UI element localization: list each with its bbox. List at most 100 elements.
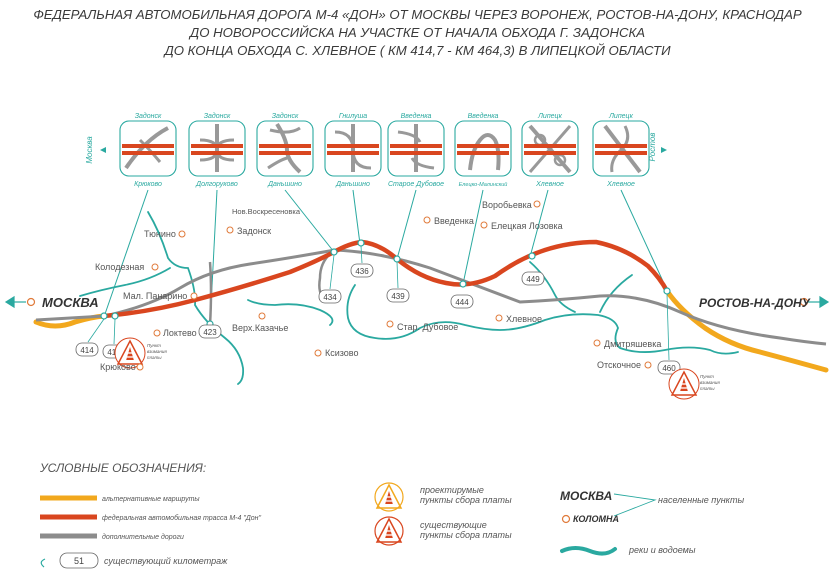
km-marker: 423 [198, 320, 222, 339]
direction-left-label: Москва [85, 136, 94, 164]
legend-settlements-text: населенные пункты [658, 495, 745, 505]
legend-km-sample: 51 существующий километраж [40, 552, 228, 569]
km-marker: 439 [386, 255, 410, 303]
place-zadonsk: Задонск [237, 226, 271, 236]
km-marker: 444 [450, 280, 474, 309]
legend-alt-text: альтернативные маршруты [102, 496, 200, 503]
place-tyunino: Тюнино [144, 229, 176, 239]
settlement[interactable]: Хлевное [495, 314, 542, 324]
arrow-right-icon [661, 147, 667, 153]
km-marker: 434 [318, 248, 342, 304]
interchange-4[interactable]: Гнилуша Даньшино [324, 113, 382, 188]
settlements: Тюнино Колодезная Мал. Панарино Локтево … [95, 200, 661, 372]
endpoint-arrows [4, 295, 830, 309]
toll-east-label-1: Пункт [700, 374, 714, 379]
settlement[interactable]: Задонск [226, 226, 271, 236]
legend-planned-1: проектирумые [420, 485, 484, 495]
km-460: 460 [662, 364, 676, 373]
alt-route-east [664, 288, 829, 373]
km-markers: 414 416 423 434 436 43 [75, 239, 681, 375]
legend-extra-text: дополнительные дороги [102, 533, 184, 541]
toll-point-east[interactable]: Пункт взимания платы [668, 368, 720, 400]
settlement[interactable]: Елецкая Лозовка [480, 221, 563, 231]
title-line-1: ФЕДЕРАЛЬНАЯ АВТОМОБИЛЬНАЯ ДОРОГА М-4 «ДО… [33, 7, 802, 22]
toll-point-west[interactable]: Пункт взимания платы [114, 337, 167, 369]
km-449: 449 [526, 275, 540, 284]
legend-heading: УСЛОВНЫЕ ОБОЗНАЧЕНИЯ: [39, 461, 206, 475]
legend-existing-toll: существующие пункты сбора платы [374, 516, 512, 546]
settlement[interactable]: Мал. Панарино [123, 291, 198, 301]
interchange-1-top: Задонск [135, 112, 162, 120]
place-vvedenka: Введенка [434, 216, 474, 226]
interchange-8[interactable]: Липецк Хлевное [592, 113, 650, 188]
settlement[interactable]: Введенка [423, 216, 474, 226]
direction-right-label: Ростов [648, 133, 657, 162]
interchange-6-bottom: Елецко-Малинский [459, 181, 508, 188]
interchange-5-top: Введенка [401, 112, 432, 120]
km-marker: 460 [657, 287, 681, 375]
interchange-7-top: Липецк [537, 113, 562, 120]
km-marker: 449 [521, 252, 545, 286]
km-423: 423 [203, 328, 217, 337]
place-otskochnoe: Отскочное [597, 360, 641, 370]
km-416: 416 [107, 348, 121, 357]
settlement[interactable]: Тюнино [144, 229, 186, 239]
place-eletskaya-lozovka: Елецкая Лозовка [491, 221, 563, 231]
interchange-6[interactable]: Введенка Елецко-Малинский [454, 112, 512, 188]
settlement[interactable]: Локтево [153, 328, 197, 338]
toll-west-label-2: взимания [147, 349, 167, 354]
km-436: 436 [355, 267, 369, 276]
legend: УСЛОВНЫЕ ОБОЗНАЧЕНИЯ: альтернативные мар… [39, 461, 745, 569]
km-444: 444 [455, 298, 469, 307]
rivers [79, 211, 739, 385]
interchange-1[interactable]: Задонск Крюково [119, 112, 177, 188]
interchange-3-bottom: Даньшино [267, 181, 302, 188]
interchange-3[interactable]: Задонск Даньшино [256, 112, 314, 188]
interchange-4-bottom: Даньшино [335, 181, 370, 188]
interchange-4-top: Гнилуша [339, 113, 367, 120]
settlement[interactable]: Стар. Дубовое [386, 320, 458, 332]
interchange-5[interactable]: Введенка Старое Дубовое [387, 112, 445, 188]
place-ksizovo: Ксизово [325, 348, 359, 358]
place-star-dubovoe: Стар. Дубовое [397, 322, 458, 332]
km-marker: 436 [350, 239, 374, 278]
settlement[interactable]: Верх.Казачье [232, 312, 288, 333]
settlement[interactable]: Дмитряшевка [593, 339, 661, 349]
legend-km-text: существующий километраж [104, 556, 228, 566]
legend-existing-1: существующие [420, 520, 487, 530]
settlement[interactable]: Воробьевка [482, 200, 541, 210]
legend-settlements: МОСКВА КОЛОМНА населенные пункты [560, 489, 745, 524]
interchange-6-top: Введенка [468, 112, 499, 120]
legend-rivers-text: реки и водоемы [628, 545, 696, 555]
map-title: ФЕДЕРАЛЬНАЯ АВТОМОБИЛЬНАЯ ДОРОГА М-4 «ДО… [0, 6, 835, 60]
km-414: 414 [80, 346, 94, 355]
extra-road-branch-2 [208, 261, 213, 326]
toll-west-label-3: платы [147, 355, 162, 360]
interchange-7-bottom: Хлевное [535, 181, 564, 188]
place-loktevo: Локтево [163, 328, 197, 338]
title-line-2: ДО НОВОРОССИЙСКА НА УЧАСТКЕ ОТ НАЧАЛА ОБ… [189, 25, 646, 40]
place-vorobyevka: Воробьевка [482, 200, 532, 210]
place-khlevnoe: Хлевное [506, 314, 542, 324]
place-mal-panarino: Мал. Панарино [123, 291, 187, 301]
interchange-5-bottom: Старое Дубовое [388, 180, 444, 188]
settlement[interactable]: Ксизово [314, 348, 359, 358]
settlement[interactable]: Колодезная [95, 262, 159, 272]
federal-road-m4 [101, 239, 670, 319]
interchange-2[interactable]: Задонск Долгоруково [188, 112, 246, 188]
interchange-1-bottom: Крюково [134, 181, 162, 188]
interchange-7[interactable]: Липецк Хлевное [521, 113, 579, 188]
toll-west-label-1: Пункт [147, 343, 161, 348]
legend-federal-text: федеральная автомобильная трасса М-4 "До… [102, 514, 261, 522]
settlement[interactable]: Отскочное [597, 360, 652, 370]
toll-east-label-2: взимания [700, 380, 720, 385]
interchange-3-top: Задонск [272, 112, 299, 120]
settlement[interactable]: Крюково [100, 362, 144, 372]
km-marker: 414 [75, 312, 108, 357]
settlement[interactable]: Нов.Воскресеновка [232, 207, 301, 216]
interchange-row: Москва Ростов Задонск Крюково Задонск До… [85, 112, 667, 188]
interchange-8-top: Липецк [608, 113, 633, 120]
legend-settle-big: МОСКВА [560, 489, 612, 503]
legend-planned-2: пункты сбора платы [420, 495, 512, 505]
